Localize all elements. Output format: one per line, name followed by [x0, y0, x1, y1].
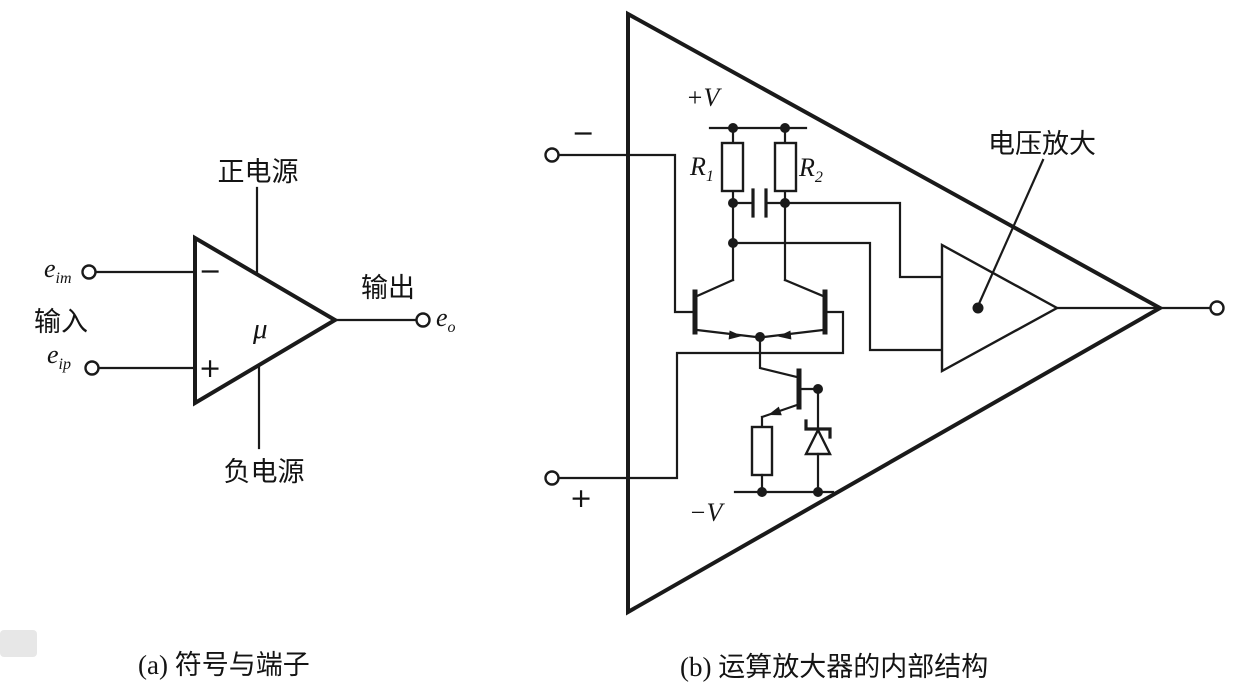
input-label: 输入 — [34, 307, 88, 337]
inverting-input-terminal — [544, 147, 560, 163]
positive-supply-label: 正电源 — [218, 157, 299, 187]
output-terminal — [415, 312, 431, 328]
voltage-amp-callout-dot — [972, 302, 984, 314]
left-transistor-emitter — [695, 328, 758, 339]
opamp-internal-diagram: − + +V R1 R2 — [544, 10, 1225, 682]
voltage-amp-label: 电压放大 — [988, 129, 1096, 159]
emitter-arrow-icon — [768, 406, 782, 416]
r2-label: R2 — [798, 153, 823, 186]
inverting-sign: − — [572, 118, 595, 149]
resistor-r1 — [720, 141, 745, 193]
e-im-label: eim — [44, 254, 72, 287]
resistor-r2 — [773, 141, 798, 193]
noninverting-sign: + — [199, 353, 222, 384]
left-transistor-collector — [695, 278, 735, 298]
tail-collector-wire — [758, 335, 799, 379]
voltage-amp-triangle — [940, 242, 1060, 374]
right-transistor-collector — [783, 278, 825, 298]
inverting-input-terminal — [81, 264, 97, 280]
inverting-sign: − — [199, 256, 222, 287]
positive-rail-label: +V — [686, 83, 723, 112]
caption-b: (b) 运算放大器的内部结构 — [680, 652, 988, 682]
opamp-outline-triangle — [626, 10, 1165, 616]
output-terminal — [1209, 300, 1225, 316]
gain-mu-label: μ — [252, 313, 268, 345]
e-ip-label: eip — [47, 340, 71, 373]
right-transistor-emitter — [762, 328, 825, 339]
zener-diode — [804, 427, 832, 456]
voltage-amp-leader-line — [976, 158, 1045, 308]
inverting-input-wire — [557, 153, 695, 314]
noninverting-sign: + — [570, 483, 593, 514]
noninverting-input-terminal — [544, 470, 560, 486]
negative-supply-label: 负电源 — [224, 457, 305, 487]
noninverting-input-terminal — [84, 360, 100, 376]
caption-a: (a) 符号与端子 — [138, 650, 310, 680]
junction-dot — [813, 384, 823, 394]
r1-label: R1 — [689, 152, 714, 185]
upper-stage-wire — [764, 201, 944, 279]
output-label: 输出 — [361, 273, 415, 303]
emitter-arrow-icon — [728, 330, 742, 340]
tail-emitter-wire — [760, 403, 799, 429]
opamp-symbol-diagram: 正电源 负电源 输入 输出 − + μ eim eip eo (a) 符号与端子 — [34, 157, 456, 680]
tail-base-wire — [799, 387, 820, 431]
emitter-arrow-icon — [778, 330, 792, 340]
junction-dot — [813, 487, 823, 497]
opamp-triangle — [193, 234, 339, 407]
scan-artifact — [0, 630, 37, 657]
lower-stage-wire — [731, 241, 944, 352]
junction-dot — [728, 198, 738, 208]
negative-rail-label: −V — [689, 498, 726, 527]
junction-dot — [757, 487, 767, 497]
tail-resistor — [750, 425, 774, 477]
e-o-label: eo — [436, 303, 456, 336]
